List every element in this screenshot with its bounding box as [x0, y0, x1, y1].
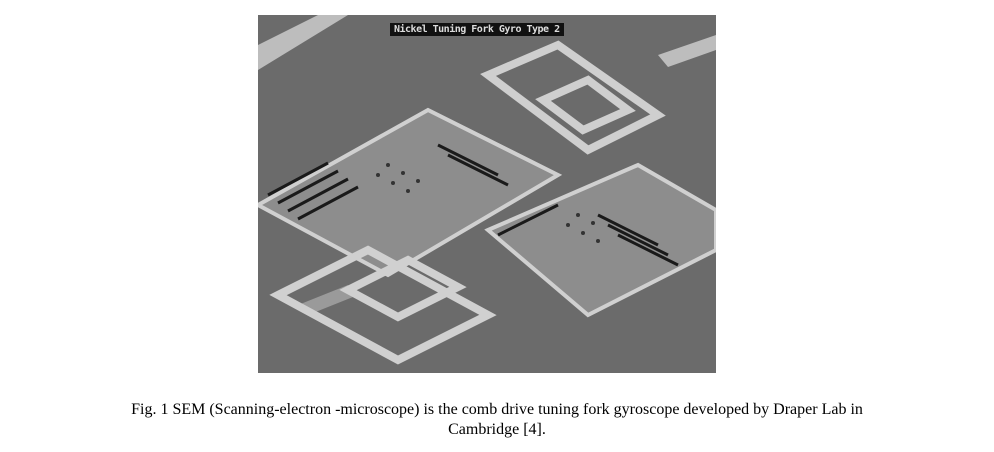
figure-caption: Fig. 1 SEM (Scanning-electron -microscop… — [0, 400, 994, 440]
gyroscope-micrograph — [258, 15, 716, 373]
caption-line-1: Fig. 1 SEM (Scanning-electron -microscop… — [131, 401, 863, 418]
caption-line-2: Cambridge [4]. — [448, 421, 546, 438]
sem-image: Nickel Tuning Fork Gyro Type 2 — [258, 15, 716, 373]
image-label: Nickel Tuning Fork Gyro Type 2 — [390, 23, 564, 36]
